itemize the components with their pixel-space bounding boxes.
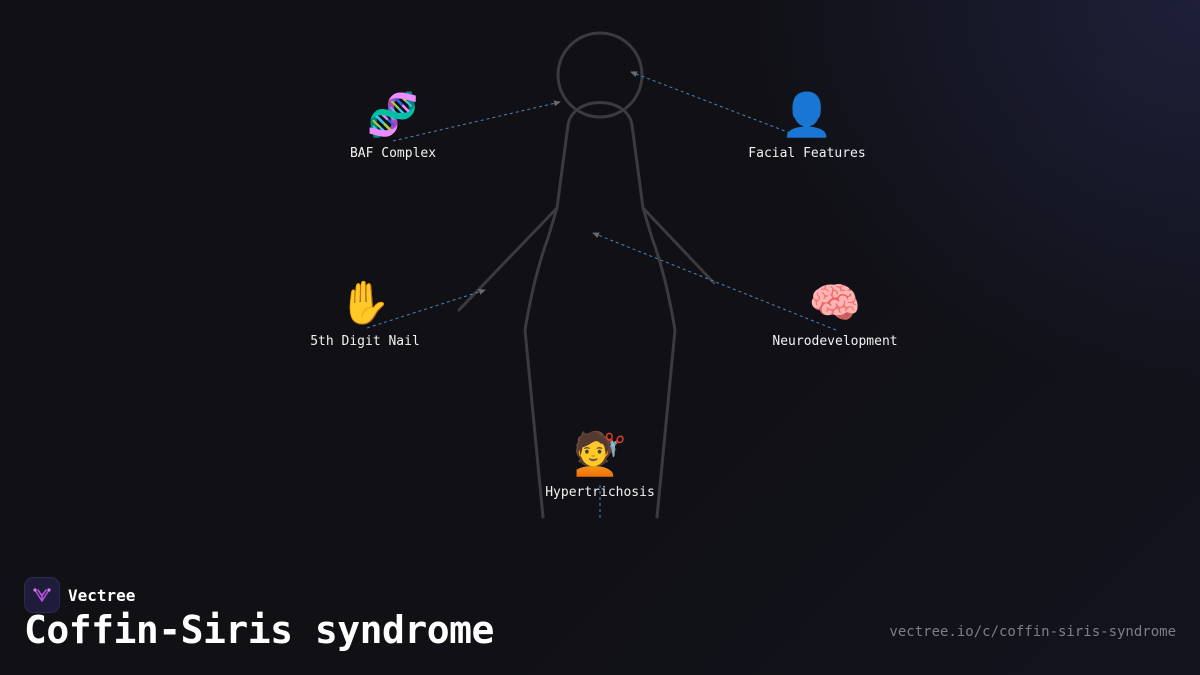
feature-facial-features: 👤 Facial Features [748,91,866,162]
connector-neurodevelopment [592,232,837,331]
feature-label: Neurodevelopment [772,334,898,349]
dna-icon: 🧬 [366,91,420,140]
haircut-icon: 💇 [573,430,627,479]
page-url[interactable]: vectree.io/c/coffin-siris-syndrome [889,624,1176,640]
connectors [366,71,837,518]
feature-label: Hypertrichosis [545,485,655,500]
feature-label: Facial Features [748,146,866,161]
connector-baf-complex [392,100,561,142]
body-outline [457,31,716,519]
connector-facial-features [630,71,791,134]
torso-legs-outline [523,101,677,519]
brand-name: Vectree [68,585,136,605]
feature-hypertrichosis: 💇 Hypertrichosis [545,430,655,501]
raised-hand-icon: ✋ [338,279,392,328]
page-title: Coffin-Siris syndrome [24,608,494,652]
right-arm-outline [641,206,716,285]
feature-label: BAF Complex [349,146,437,161]
brain-icon: 🧠 [808,279,862,328]
connector-5th-digit-nail [366,288,486,329]
vectree-logo-icon [24,577,60,613]
person-silhouette-icon: 👤 [780,91,834,140]
head-outline [556,31,644,119]
brand: Vectree [24,577,135,613]
left-arm-outline [457,206,559,312]
feature-5th-digit-nail: ✋ 5th Digit Nail [310,279,420,350]
feature-baf-complex: 🧬 BAF Complex [349,91,437,162]
feature-label: 5th Digit Nail [310,334,420,349]
feature-neurodevelopment: 🧠 Neurodevelopment [772,279,898,350]
